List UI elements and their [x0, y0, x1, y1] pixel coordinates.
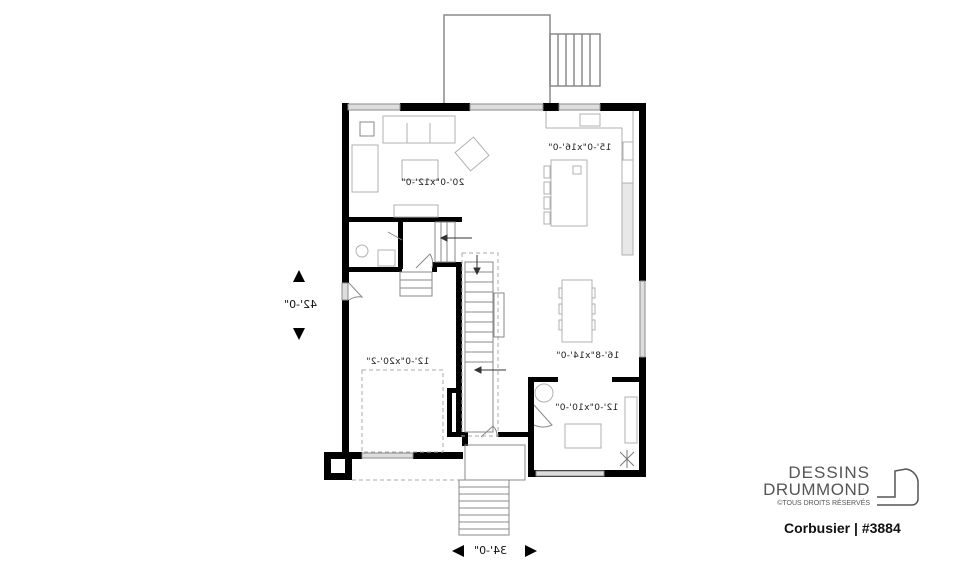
doors — [348, 231, 553, 438]
brand-logo-icon — [877, 468, 919, 506]
room-label-garage: 12'-0"x20'-2" — [366, 357, 430, 367]
windows — [341, 103, 646, 477]
dimension-arrows — [293, 270, 537, 557]
plan-name: Corbusier | #3884 — [784, 520, 901, 536]
overall-depth-dimension: 42'-0" — [284, 298, 318, 311]
brand-copyright: ©TOUS DROITS RÉSERVÉS — [777, 500, 870, 507]
stair-arrows — [439, 234, 506, 374]
interior-walls — [342, 217, 646, 477]
furniture — [351, 111, 638, 449]
room-label-living: 20'-0"x12'-0" — [401, 178, 465, 188]
dashed-lines — [352, 252, 499, 481]
stairs — [399, 221, 526, 536]
room-label-office: 12'-0"x10'-0" — [555, 403, 619, 413]
overall-width-dimension: 34'-0" — [474, 544, 508, 557]
brand-name-line2: DRUMMOND — [763, 480, 870, 499]
plants — [619, 450, 635, 468]
brand-name-line1: DESSINS — [788, 463, 870, 482]
rear-deck — [443, 14, 601, 106]
room-label-kitchen: 15'-0"x16'-0" — [548, 143, 612, 153]
room-label-dining: 16'-8"x14'-0" — [556, 351, 620, 361]
column-void — [331, 459, 345, 473]
